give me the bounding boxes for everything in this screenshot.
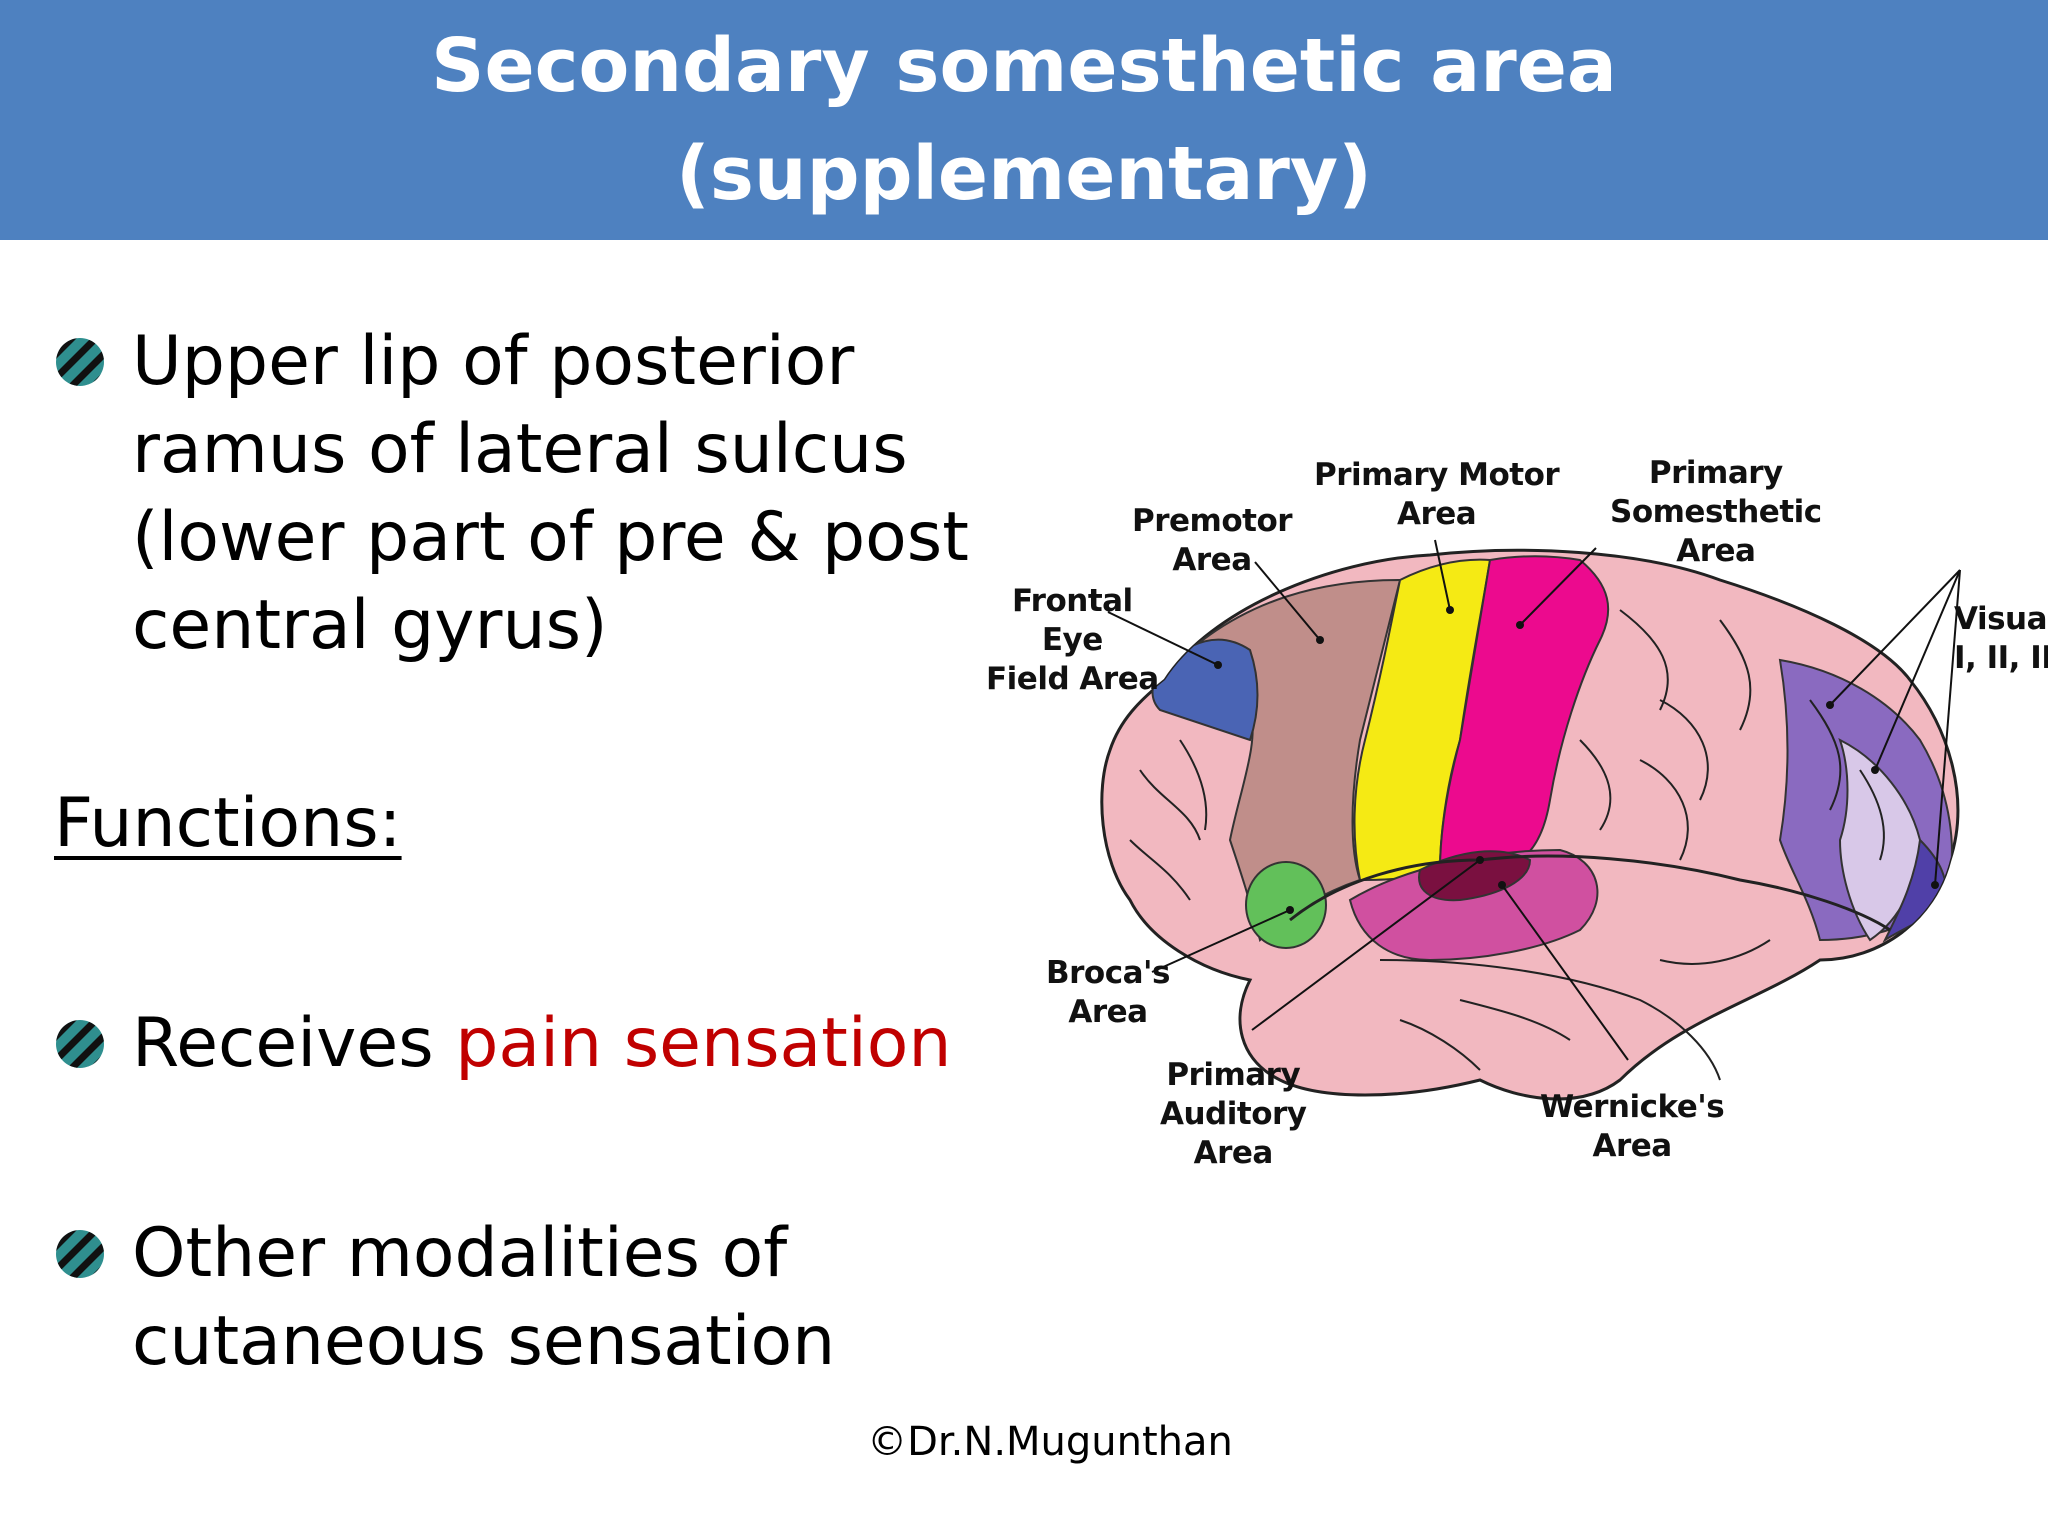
- title-line-1: Secondary somesthetic area: [431, 23, 1617, 109]
- bullet-line: Receives pain sensation: [132, 1000, 951, 1088]
- primary-somesthetic-area: [1438, 555, 1610, 872]
- credit-text: ©Dr.N.Mugunthan: [867, 1419, 1233, 1465]
- functions-heading: Functions:: [54, 784, 402, 863]
- lateral-sulcus: [1289, 854, 1891, 932]
- label-primary-motor: Primary Motor Area: [1314, 457, 1560, 532]
- bullet-line: central gyrus): [132, 586, 608, 665]
- visual-area-edge: [1882, 837, 1948, 943]
- bullet-text: Other modalities of cutaneous sensation: [132, 1210, 835, 1386]
- frontal-eye-field-area: [1151, 638, 1259, 742]
- gyri-lines: [1129, 609, 1885, 1071]
- bullet-prefix: Receives: [132, 1004, 456, 1083]
- bullet-text: Receives pain sensation: [132, 1000, 951, 1088]
- bullet-line: (lower part of pre & post: [132, 498, 969, 577]
- title-line-2: (supplementary): [676, 131, 1372, 217]
- bullet-line: ramus of lateral sulcus: [132, 410, 908, 489]
- label-primary-auditory: Primary Auditory Area: [1160, 1057, 1307, 1171]
- bullet-line: Other modalities of: [132, 1214, 788, 1293]
- visual-area-inner: [1838, 738, 1922, 942]
- brain-diagram: Frontal Eye Field Area Premotor Area Pri…: [960, 440, 2048, 1200]
- title-bar: Secondary somesthetic area (supplementar…: [0, 0, 2048, 240]
- bullet-highlight: pain sensation: [455, 1004, 952, 1083]
- label-primary-somesthetic: Primary Somesthetic Area: [1610, 455, 1822, 569]
- bullet-text: Upper lip of posterior ramus of lateral …: [132, 318, 969, 670]
- brain-illustration: [1100, 539, 1961, 1101]
- bullet-line: cutaneous sensation: [132, 1302, 836, 1381]
- label-wernickes: Wernicke's Area: [1540, 1089, 1725, 1164]
- temporal-sulcus: [1379, 959, 1721, 1081]
- leader-dots: [1214, 606, 1939, 914]
- label-premotor: Premotor Area: [1132, 503, 1293, 578]
- bullet-line: Upper lip of posterior: [132, 322, 855, 401]
- brocas-area: [1245, 861, 1327, 949]
- bullet-icon: [56, 338, 104, 386]
- label-frontal-eye-field: Frontal Eye Field Area: [986, 583, 1159, 697]
- label-brocas: Broca's Area: [1046, 955, 1170, 1030]
- bullet-icon: [56, 1230, 104, 1278]
- bullet-icon: [56, 1020, 104, 1068]
- label-visual: Visual I, II, III: [1954, 601, 2048, 676]
- leader-lines: [1107, 539, 1961, 1061]
